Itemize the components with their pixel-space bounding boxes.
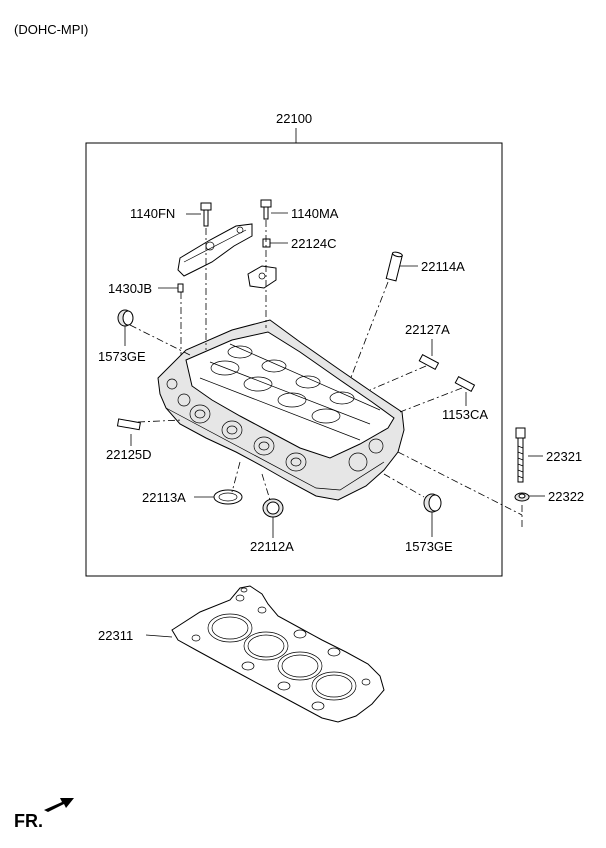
front-label: FR. [14,811,43,831]
stud-22127a [418,353,440,370]
label-1140ma: 1140MA [291,206,339,221]
front-arrow-icon [44,798,74,812]
leader-lines [124,212,545,638]
seal-22113a [213,489,243,505]
plug-1573ge-top [117,309,134,327]
diagram-title: (DOHC-MPI) [14,22,88,37]
stud-1153ca [454,375,476,392]
washer-22322 [514,492,530,502]
cam-bearing-cap-front [177,223,253,277]
sleeve-22114a [385,251,403,282]
plug-1573ge-bottom [423,493,442,513]
cylinder-head [157,319,405,501]
dowel-22124c [262,238,271,248]
label-22311: 22311 [98,628,133,643]
label-1573ge-top: 1573GE [98,349,146,364]
assembly-number: 22100 [276,111,312,126]
head-bolt-22321 [515,427,526,483]
seal-22112a [262,498,284,518]
label-22114a: 22114A [421,259,465,274]
label-1573ge-bottom: 1573GE [405,539,453,554]
bolt-1140fn [200,202,212,227]
label-22322: 22322 [548,489,584,504]
label-22124c: 22124C [291,236,337,251]
label-22125d: 22125D [106,447,152,462]
cam-bearing-cap-rear [247,265,277,289]
label-1430jb: 1430JB [108,281,152,296]
label-1140fn: 1140FN [130,206,175,221]
label-22127a: 22127A [405,322,450,337]
assembly-frame [85,142,503,577]
head-gasket-22311 [171,585,385,723]
label-22112a: 22112A [250,539,294,554]
front-direction-indicator: FR. [14,798,74,831]
assembly-dash-lines [129,220,523,528]
stud-22125d [116,418,141,431]
label-22113a: 22113A [142,490,186,505]
pin-1430jb [177,283,184,293]
label-1153ca: 1153CA [442,407,488,422]
bolt-1140ma [260,199,272,220]
label-22321: 22321 [546,449,582,464]
